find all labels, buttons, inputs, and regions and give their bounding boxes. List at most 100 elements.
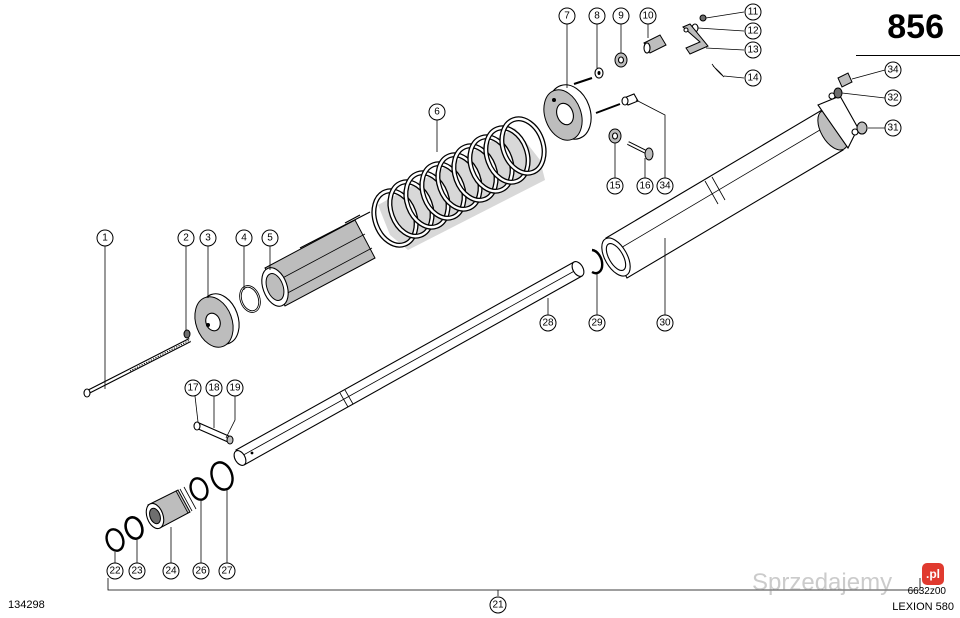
svg-text:6: 6 bbox=[434, 107, 440, 118]
svg-text:28: 28 bbox=[542, 318, 554, 329]
part-22-ring bbox=[105, 528, 125, 552]
svg-text:15: 15 bbox=[609, 181, 621, 192]
part-27-o-ring bbox=[210, 461, 234, 491]
part-14-cotter-pin bbox=[711, 63, 725, 78]
part-16-bolt bbox=[627, 141, 654, 161]
part-8-washer bbox=[594, 67, 604, 79]
part-31-plug bbox=[856, 121, 868, 135]
callout-24: 24 bbox=[162, 562, 180, 580]
svg-text:32: 32 bbox=[887, 93, 899, 104]
svg-text:8: 8 bbox=[594, 11, 600, 22]
svg-text:17: 17 bbox=[187, 383, 199, 394]
part-2-nut bbox=[183, 329, 191, 339]
group-21-bracket bbox=[107, 578, 921, 596]
callout-16: 16 bbox=[636, 177, 654, 195]
callout-12: 12 bbox=[744, 22, 762, 40]
title-rule bbox=[856, 55, 960, 56]
part-34-cap bbox=[837, 72, 853, 88]
svg-text:9: 9 bbox=[618, 11, 624, 22]
callout-8: 8 bbox=[588, 7, 606, 25]
callout-22: 22 bbox=[106, 562, 124, 580]
page-number: 856 bbox=[887, 8, 944, 46]
part-13-lever bbox=[682, 23, 709, 55]
callout-34-upper: 34 bbox=[656, 177, 674, 195]
svg-text:4: 4 bbox=[241, 233, 247, 244]
svg-text:14: 14 bbox=[747, 73, 759, 84]
svg-text:29: 29 bbox=[591, 318, 603, 329]
callout-4: 4 bbox=[235, 229, 253, 247]
part-10-clevis bbox=[643, 34, 667, 54]
svg-text:13: 13 bbox=[747, 45, 759, 56]
callout-17: 17 bbox=[184, 379, 202, 397]
svg-text:1: 1 bbox=[102, 233, 108, 244]
callout-6: 6 bbox=[428, 103, 446, 121]
drawing-code: 6632z00 bbox=[907, 586, 946, 597]
callout-30: 30 bbox=[656, 314, 674, 332]
svg-text:12: 12 bbox=[747, 26, 759, 37]
svg-text:22: 22 bbox=[109, 566, 121, 577]
callout-23: 23 bbox=[128, 562, 146, 580]
watermark-logo: Sprzedajemy .pl bbox=[752, 563, 960, 605]
callout-21: 21 bbox=[489, 596, 507, 614]
document-number: 134298 bbox=[8, 599, 45, 611]
callout-11: 11 bbox=[744, 3, 762, 21]
part-1-threaded-rod bbox=[83, 337, 192, 398]
callout-15: 15 bbox=[606, 177, 624, 195]
svg-text:27: 27 bbox=[221, 566, 233, 577]
svg-text:7: 7 bbox=[564, 11, 570, 22]
callout-1: 1 bbox=[96, 229, 114, 247]
svg-text:30: 30 bbox=[659, 318, 671, 329]
svg-text:21: 21 bbox=[492, 600, 504, 611]
svg-text:19: 19 bbox=[229, 383, 241, 394]
svg-text:26: 26 bbox=[195, 566, 207, 577]
svg-text:10: 10 bbox=[642, 11, 654, 22]
callout-7: 7 bbox=[558, 7, 576, 25]
callout-31: 31 bbox=[884, 119, 902, 137]
leader-lines bbox=[104, 11, 886, 563]
part-30-outer-tube bbox=[601, 92, 859, 279]
part-17-18-19-pin bbox=[193, 421, 234, 445]
svg-text:18: 18 bbox=[208, 383, 220, 394]
part-4-o-ring bbox=[239, 285, 261, 313]
callout-10: 10 bbox=[639, 7, 657, 25]
callout-2: 2 bbox=[177, 229, 195, 247]
part-28-long-tube bbox=[233, 261, 585, 466]
part-23-ring bbox=[124, 516, 144, 540]
callout-28: 28 bbox=[539, 314, 557, 332]
part-32-grease-nipple bbox=[833, 87, 843, 99]
callout-32: 32 bbox=[884, 89, 902, 107]
watermark-text: Sprzedajemy bbox=[752, 569, 893, 596]
callout-14: 14 bbox=[744, 69, 762, 87]
svg-text:34: 34 bbox=[887, 65, 899, 76]
callout-5: 5 bbox=[261, 229, 279, 247]
part-15-bushing bbox=[608, 128, 622, 144]
callout-13: 13 bbox=[744, 41, 762, 59]
callout-19: 19 bbox=[226, 379, 244, 397]
model-name: LEXION 580 bbox=[892, 601, 954, 613]
svg-text:11: 11 bbox=[748, 7, 759, 18]
callout-29: 29 bbox=[588, 314, 606, 332]
svg-text:24: 24 bbox=[165, 566, 177, 577]
svg-text:3: 3 bbox=[205, 233, 211, 244]
callout-3: 3 bbox=[199, 229, 217, 247]
callout-9: 9 bbox=[612, 7, 630, 25]
part-5-slotted-sleeve bbox=[261, 211, 376, 307]
callout-26: 26 bbox=[192, 562, 210, 580]
part-11-small-nut bbox=[699, 14, 707, 22]
part-26-o-ring bbox=[189, 477, 209, 501]
svg-text:2: 2 bbox=[183, 233, 189, 244]
part-9-nut bbox=[614, 52, 628, 68]
svg-text:34: 34 bbox=[659, 181, 671, 192]
callout-27: 27 bbox=[218, 562, 236, 580]
part-7-bracket-flange bbox=[543, 77, 621, 141]
part-34-pin-upper bbox=[621, 93, 639, 106]
part-24-threaded-coupling bbox=[145, 486, 197, 530]
svg-text:31: 31 bbox=[887, 123, 899, 134]
svg-text:16: 16 bbox=[639, 181, 651, 192]
part-6-coil-spring bbox=[371, 116, 547, 250]
callout-18: 18 bbox=[205, 379, 223, 397]
part-3-flange-disc bbox=[194, 293, 240, 348]
part-29-snap-ring bbox=[591, 248, 604, 275]
